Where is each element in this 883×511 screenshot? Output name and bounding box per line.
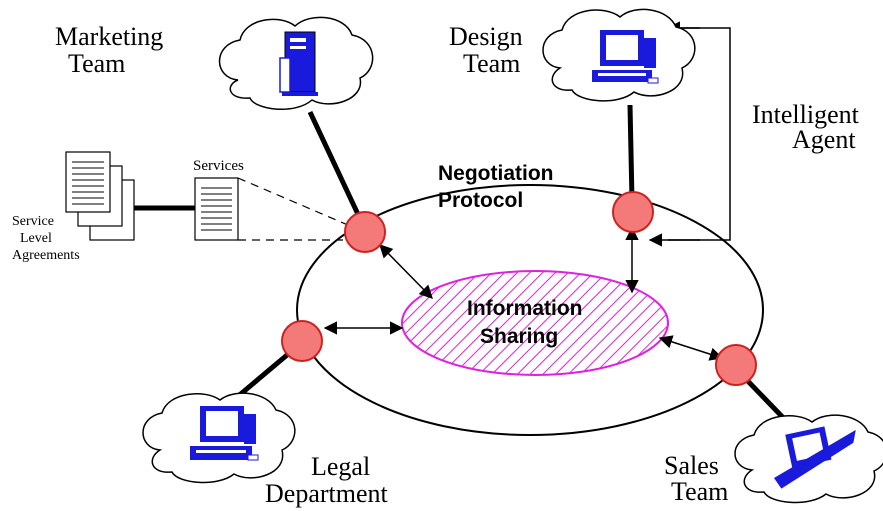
negotiation-label-line2: Protocol	[438, 189, 523, 212]
desktop-computer-icon	[190, 406, 259, 461]
sales-label-line1: Sales	[664, 451, 719, 480]
design-label-line2: Team	[463, 49, 520, 78]
agent-label-line1: Intelligent	[752, 100, 860, 129]
desktop-computer-icon	[592, 30, 659, 84]
document-icon	[194, 177, 239, 241]
design-label-line1: Design	[449, 22, 523, 51]
negotiation-label-line1: Negotiation	[438, 162, 554, 185]
desktop-computer-icon	[773, 426, 856, 489]
legal-label-line1: Legal	[311, 452, 370, 481]
design-node	[612, 191, 654, 233]
services-label: Services	[193, 158, 244, 174]
document-stack-icon	[65, 151, 135, 241]
sla-label-line3: Agreements	[12, 248, 80, 263]
marketing-link	[307, 110, 366, 227]
info-label-line2: Sharing	[480, 325, 558, 348]
marketing-label-line1: Marketing	[55, 22, 163, 51]
legal-label-line2: Department	[265, 479, 389, 508]
legal-node	[281, 320, 323, 362]
information-sharing-ellipse	[401, 270, 669, 376]
arrow-sales-info	[658, 335, 724, 361]
sales-node	[715, 344, 757, 386]
info-label-line1: Information	[467, 297, 583, 320]
marketing-label-line2: Team	[68, 49, 125, 78]
services-dash-top	[237, 177, 356, 229]
sla-label-line1: Service	[12, 214, 54, 229]
design-link	[627, 104, 635, 201]
arrow-marketing-info	[379, 244, 433, 299]
negotiation-protocol-ellipse	[296, 184, 764, 436]
sla-label-line2: Level	[20, 231, 52, 246]
marketing-node	[344, 211, 386, 253]
sales-label-line2: Team	[671, 477, 728, 506]
agent-label-line2: Agent	[792, 125, 856, 154]
server-icon	[279, 31, 318, 96]
